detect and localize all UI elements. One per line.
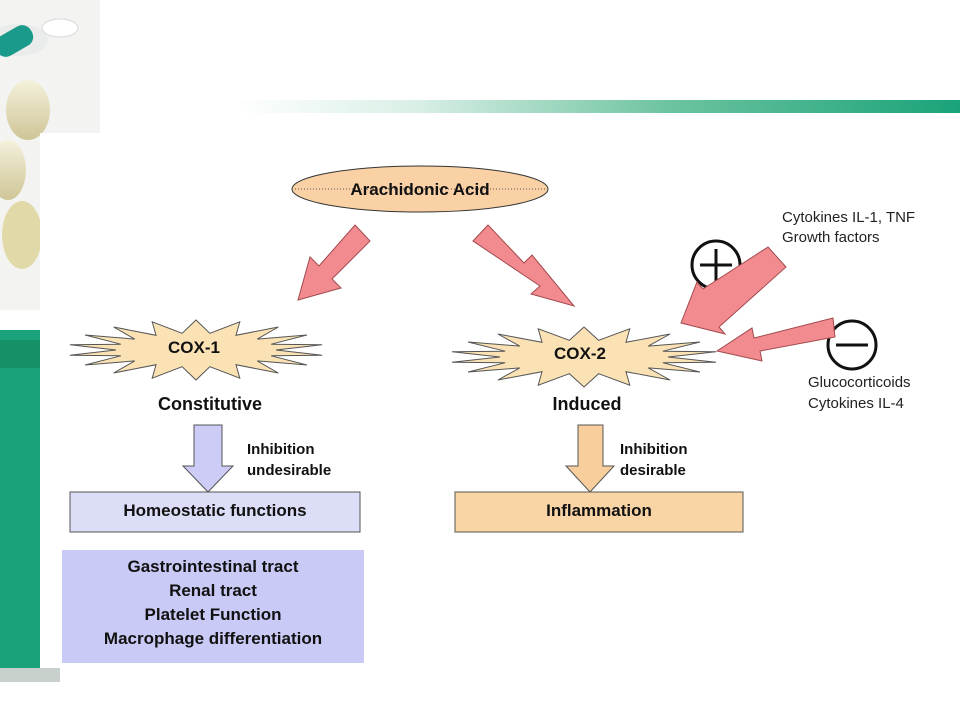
cox2-inhibition-line2: desirable bbox=[620, 462, 686, 479]
cox2-node: COX-2 bbox=[451, 326, 717, 388]
suppressors-line2: Cytokines IL-4 bbox=[808, 395, 904, 412]
cox1-inhibition-line2: undesirable bbox=[247, 462, 331, 479]
functions-box: Gastrointestinal tract Renal tract Plate… bbox=[62, 550, 364, 663]
arachidonic-acid-node: Arachidonic Acid bbox=[291, 165, 549, 213]
function-item: Macrophage differentiation bbox=[104, 629, 322, 648]
homeostatic-box: Homeostatic functions bbox=[69, 491, 361, 533]
inflammation-label: Inflammation bbox=[546, 501, 652, 520]
arrow-to-cox2 bbox=[472, 224, 576, 307]
suppressors-group: Glucocorticoids Cytokines IL-4 bbox=[715, 317, 911, 412]
cox2-inhibition-line1: Inhibition bbox=[620, 441, 687, 458]
function-item: Gastrointestinal tract bbox=[128, 557, 299, 576]
suppressors-line1: Glucocorticoids bbox=[808, 374, 911, 391]
inducers-line2: Growth factors bbox=[782, 229, 880, 246]
inflammation-box: Inflammation bbox=[454, 491, 744, 533]
arrow-cox2-to-inflammation bbox=[564, 424, 616, 493]
inducers-group: Cytokines IL-1, TNF Growth factors bbox=[680, 209, 915, 335]
substrate-label: Arachidonic Acid bbox=[350, 180, 489, 199]
cox1-label: COX-1 bbox=[168, 338, 220, 357]
slide-decoration bbox=[0, 0, 960, 682]
cox1-node: COX-1 bbox=[69, 319, 323, 381]
cox1-type: Constitutive bbox=[158, 394, 262, 414]
inducers-line1: Cytokines IL-1, TNF bbox=[782, 209, 915, 226]
arrow-suppressors-to-cox2 bbox=[715, 317, 836, 362]
cox1-inhibition-line1: Inhibition bbox=[247, 441, 314, 458]
cox2-type: Induced bbox=[552, 394, 621, 414]
function-item: Platelet Function bbox=[145, 605, 282, 624]
function-item: Renal tract bbox=[169, 581, 257, 600]
arrow-inducers-to-cox2 bbox=[680, 246, 787, 335]
homeostatic-label: Homeostatic functions bbox=[123, 501, 306, 520]
cox2-label: COX-2 bbox=[554, 344, 606, 363]
arrow-to-cox1 bbox=[297, 224, 371, 301]
arrow-cox1-to-homeostatic bbox=[181, 424, 235, 493]
